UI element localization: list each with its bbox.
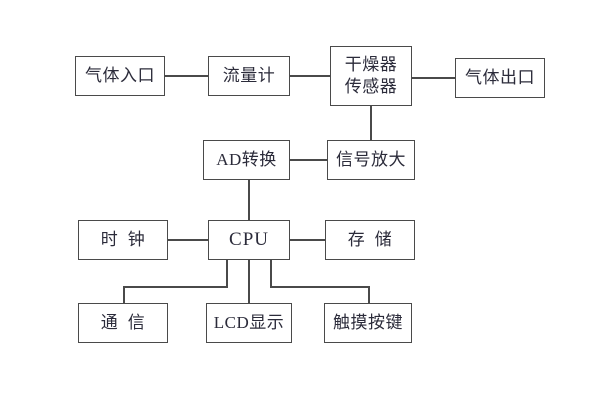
node-cpu[interactable]: CPU <box>208 220 290 260</box>
node-gas-inlet[interactable]: 气体入口 <box>75 56 165 96</box>
connector-dryer-to-gas-outlet <box>412 77 455 79</box>
node-storage[interactable]: 存 储 <box>325 220 415 260</box>
node-lcd-display[interactable]: LCD显示 <box>206 303 292 343</box>
node-communication-label: 通 信 <box>100 312 146 332</box>
node-gas-outlet-label: 气体出口 <box>465 67 535 87</box>
connector-cpu-to-storage <box>290 239 325 241</box>
node-communication[interactable]: 通 信 <box>78 303 168 343</box>
node-storage-label: 存 储 <box>347 229 393 249</box>
connector-ad-converter-to-cpu <box>248 180 250 220</box>
connector-flow-meter-to-dryer <box>290 75 330 77</box>
connector-cpu-stub-left <box>226 260 228 288</box>
connector-clock-to-cpu <box>168 239 208 241</box>
connector-dryer-to-signal-amplifier <box>370 106 372 141</box>
node-dryer-label-line1: 干燥器 <box>344 55 398 75</box>
node-dryer-sensor[interactable]: 干燥器 传感器 <box>330 46 412 106</box>
node-signal-amplifier[interactable]: 信号放大 <box>327 140 415 180</box>
node-touch-keys[interactable]: 触摸按键 <box>324 303 412 343</box>
connector-bus-to-touch-keys <box>270 286 370 288</box>
connector-gas-inlet-to-flow-meter <box>165 75 208 77</box>
node-signal-amplifier-label: 信号放大 <box>336 149 406 169</box>
node-dryer-label-line2: 传感器 <box>344 76 398 96</box>
node-ad-converter[interactable]: AD转换 <box>203 140 290 180</box>
node-gas-outlet[interactable]: 气体出口 <box>455 58 545 98</box>
node-flow-meter[interactable]: 流量计 <box>208 56 290 96</box>
node-flow-meter-label: 流量计 <box>222 65 276 85</box>
node-clock[interactable]: 时 钟 <box>78 220 168 260</box>
node-lcd-display-label: LCD显示 <box>213 312 285 332</box>
connector-signal-amplifier-to-ad-converter <box>290 159 327 161</box>
node-gas-inlet-label: 气体入口 <box>85 65 155 85</box>
connector-bus-to-communication <box>123 286 228 288</box>
connector-cpu-to-lcd-display <box>248 260 250 303</box>
connector-cpu-stub-right <box>270 260 272 288</box>
node-touch-keys-label: 触摸按键 <box>333 312 403 332</box>
node-clock-label: 时 钟 <box>100 229 146 249</box>
node-ad-converter-label: AD转换 <box>216 149 277 169</box>
connector-drop-to-communication <box>123 286 125 304</box>
node-cpu-label: CPU <box>229 228 269 250</box>
connector-drop-to-touch-keys <box>368 286 370 304</box>
